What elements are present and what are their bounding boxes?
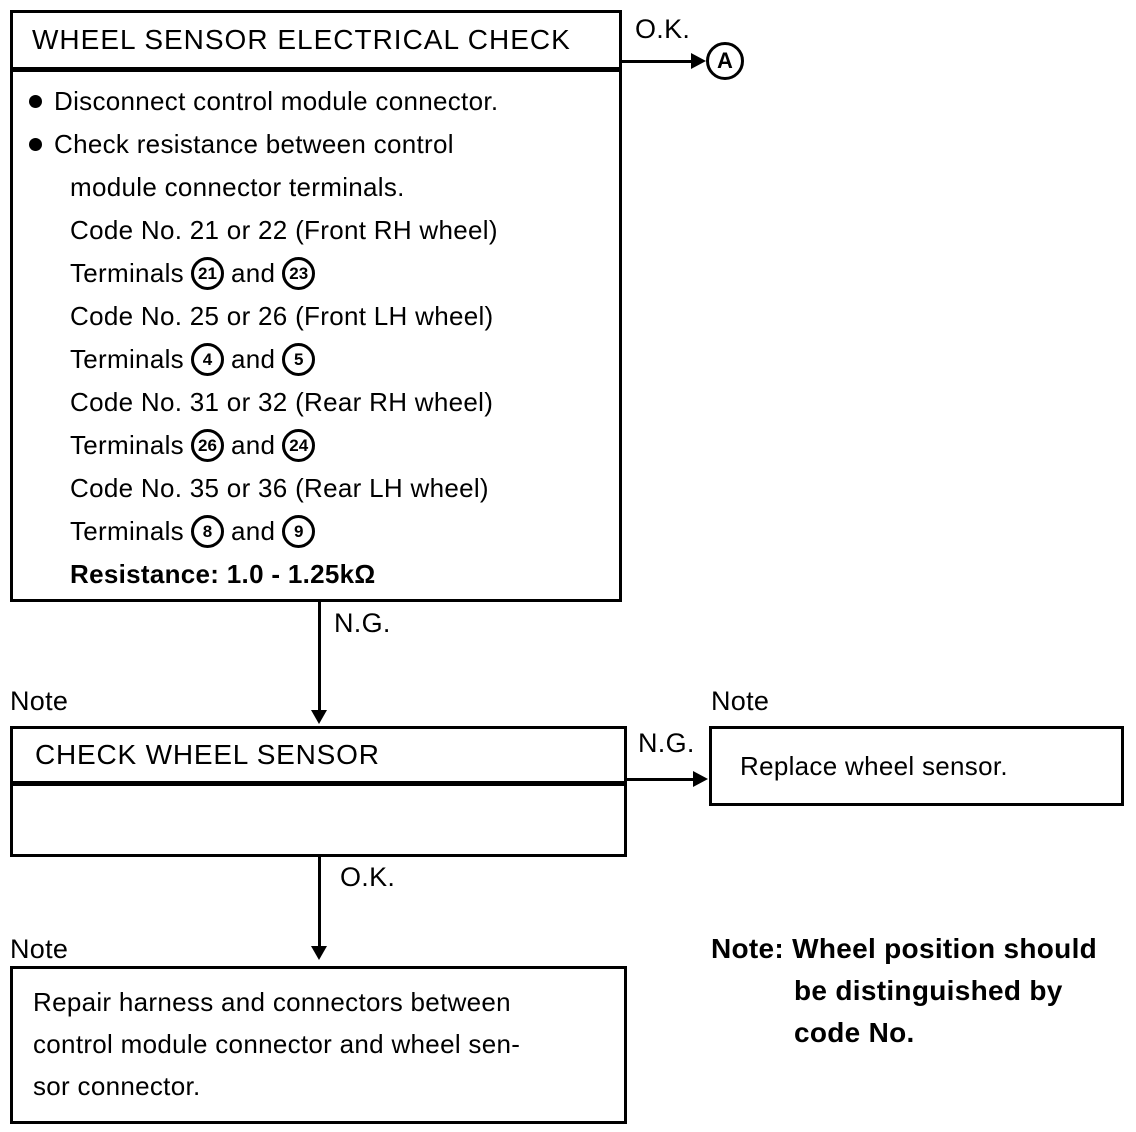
terminals-line: Terminals 4 and 5 <box>29 338 619 381</box>
bullet-icon <box>29 138 42 151</box>
repair-box-line: control module connector and wheel sen- <box>33 1029 521 1059</box>
terminals-label: Terminals <box>70 516 184 546</box>
terminal-number-icon: 4 <box>190 343 224 376</box>
terminals-line: Terminals 26 and 24 <box>29 424 619 467</box>
bullet-item: Disconnect control module connector. <box>29 80 619 123</box>
terminal-number-icon: 23 <box>282 257 316 290</box>
ng-down-label: N.G. <box>334 608 391 638</box>
repair-box: Repair harness and connectors between co… <box>10 966 627 1124</box>
bullet-icon <box>29 95 42 108</box>
ok-down-label: O.K. <box>340 862 396 892</box>
code-line: Code No. 35 or 36 (Rear LH wheel) <box>70 473 489 503</box>
repair-box-line: Repair harness and connectors between <box>33 987 511 1017</box>
step1-box: WHEEL SENSOR ELECTRICAL CHECK Disconnect… <box>10 10 622 602</box>
step2-box: CHECK WHEEL SENSOR <box>10 726 627 857</box>
terminals-conjunction: and <box>230 258 276 288</box>
ng-right-label: N.G. <box>638 728 695 758</box>
terminal-number-icon: 24 <box>282 429 316 462</box>
terminals-conjunction: and <box>230 430 276 460</box>
note-above-check-box: Note <box>10 686 69 716</box>
ok-arrowhead-icon <box>691 53 706 69</box>
connector-a-badge: A <box>706 42 744 80</box>
side-note-line: be distinguished by <box>794 975 1063 1006</box>
terminal-number-icon: 5 <box>282 343 316 376</box>
replace-box-text: Replace wheel sensor. <box>740 750 1008 781</box>
terminal-number-icon: 21 <box>190 257 224 290</box>
bullet-text: Check resistance between control <box>54 129 454 159</box>
bullet-text: Disconnect control module connector. <box>54 86 499 116</box>
terminals-line: Terminals 21 and 23 <box>29 252 619 295</box>
side-note-line: code No. <box>794 1017 915 1048</box>
step1-title: WHEEL SENSOR ELECTRICAL CHECK <box>13 13 619 72</box>
step1-body: Disconnect control module connector. Che… <box>13 72 619 596</box>
terminals-line: Terminals 8 and 9 <box>29 510 619 553</box>
repair-box-line: sor connector. <box>33 1071 201 1101</box>
terminals-label: Terminals <box>70 430 184 460</box>
code-line: Code No. 31 or 32 (Rear RH wheel) <box>70 387 494 417</box>
ok-down-arrowhead-icon <box>311 946 327 960</box>
terminals-label: Terminals <box>70 258 184 288</box>
ng-arrowhead-icon <box>311 710 327 724</box>
code-line: Code No. 25 or 26 (Front LH wheel) <box>70 301 494 331</box>
ok-top-label: O.K. <box>635 14 691 44</box>
terminals-conjunction: and <box>230 344 276 374</box>
side-note: Note: Wheel position should be distingui… <box>711 928 1097 1054</box>
side-note-line: Note: Wheel position should <box>711 933 1098 964</box>
code-line: Code No. 21 or 22 (Front RH wheel) <box>70 215 498 245</box>
terminal-number-icon: 9 <box>282 515 316 548</box>
bullet-item: Check resistance between control <box>29 123 619 166</box>
note-above-repair-box: Note <box>10 934 69 964</box>
bullet-text-continuation: module connector terminals. <box>70 172 405 202</box>
resistance-spec: Resistance: 1.0 - 1.25kΩ <box>70 559 376 589</box>
ng-right-arrowhead-icon <box>693 771 708 787</box>
replace-box: Replace wheel sensor. <box>709 726 1124 806</box>
step2-title: CHECK WHEEL SENSOR <box>13 729 624 786</box>
ok-arrow-line <box>622 60 694 63</box>
ng-arrow-line <box>318 602 321 712</box>
terminal-number-icon: 26 <box>190 429 224 462</box>
terminals-conjunction: and <box>230 516 276 546</box>
terminal-number-icon: 8 <box>190 515 224 548</box>
note-above-replace-box: Note <box>711 686 770 716</box>
terminals-label: Terminals <box>70 344 184 374</box>
ng-right-arrow-line <box>627 778 695 781</box>
ok-down-arrow-line <box>318 857 321 946</box>
